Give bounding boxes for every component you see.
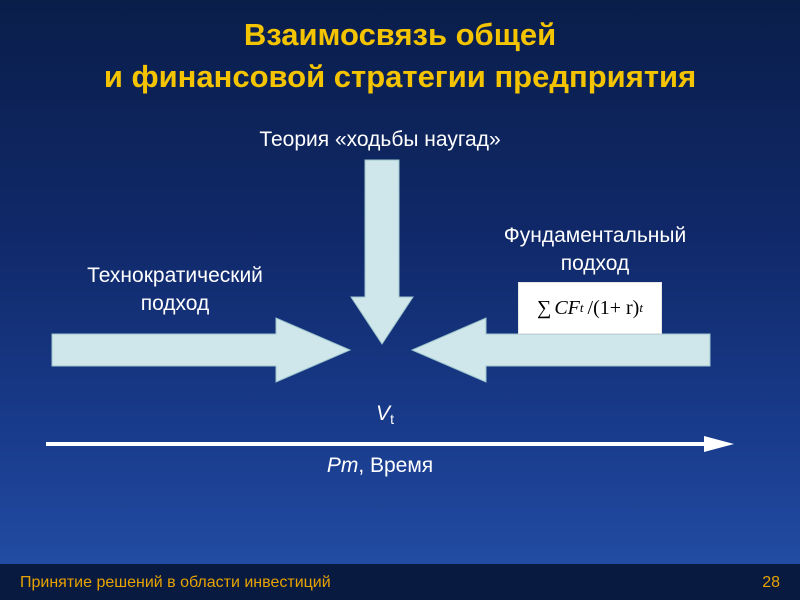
value-label: Vt: [360, 400, 410, 433]
formula-exponent: t: [639, 300, 643, 315]
value-subscript: t: [390, 411, 394, 427]
slide-title-line-1: Взаимосвязь общей: [243, 17, 557, 52]
slide-title: Взаимосвязь общей и финансовой стратегии…: [0, 14, 800, 98]
right-pointing-arrow: [51, 317, 352, 383]
formula-cf-subscript: t: [579, 300, 584, 315]
slide-title-line-2: и финансовой стратегии предприятия: [103, 59, 697, 94]
fundamental-approach-label: Фундаментальный подход: [470, 222, 720, 278]
time-axis-arrowhead: [704, 436, 734, 452]
value-symbol: V: [376, 402, 391, 425]
axis-label-time: , Время: [358, 454, 434, 477]
footer-course-title: Принятие решений в области инвестиций: [20, 574, 331, 591]
axis-label-pm: Pm: [326, 454, 359, 477]
formula-paren: (1+ r): [593, 296, 640, 319]
fundamental-line-2: подход: [560, 252, 630, 275]
technocratic-line-2: подход: [140, 292, 210, 315]
fundamental-line-1: Фундаментальный: [503, 224, 687, 247]
formula-slash: /: [587, 296, 594, 319]
technocratic-line-1: Технократический: [87, 264, 263, 287]
time-axis-label: Pm, Время: [280, 452, 480, 480]
page-number: 28: [762, 574, 780, 591]
random-walk-theory-label: Теория «ходьбы наугад»: [259, 128, 501, 151]
technocratic-approach-label: Технократический подход: [60, 262, 290, 318]
down-arrow: [350, 159, 414, 345]
left-pointing-arrow: [410, 317, 711, 383]
formula-cf: CF: [554, 296, 580, 319]
sum-symbol: ∑: [537, 296, 552, 319]
footer-bar: [0, 564, 800, 600]
